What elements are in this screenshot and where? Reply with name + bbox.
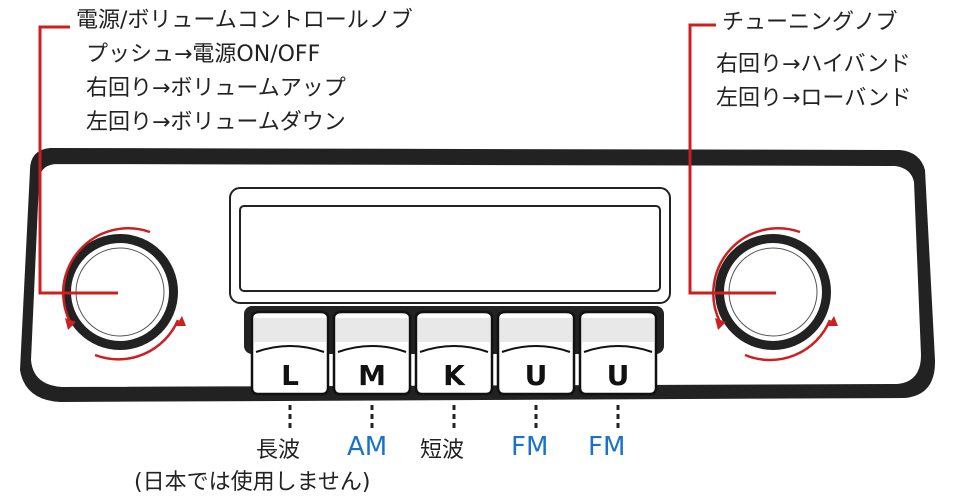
tuning-callout-line: [688, 23, 776, 295]
volume-knob-line-2: 右回り→ボリュームアップ: [86, 76, 346, 101]
preset-button-label-4: U: [525, 359, 548, 392]
volume-knob-rotation-arrows: [62, 227, 186, 361]
volume-callout-line: [38, 25, 118, 295]
preset-button-u-5[interactable]: U: [578, 310, 658, 396]
band-label-3: 短波: [420, 438, 465, 463]
volume-knob[interactable]: [62, 234, 178, 350]
preset-button-label-3: K: [443, 359, 466, 392]
preset-button-label-5: U: [607, 359, 630, 392]
tuning-knob-title: チューニングノブ: [722, 10, 898, 35]
band-label-1: 長波: [256, 438, 301, 463]
preset-button-label-2: M: [358, 359, 386, 392]
band-label-2: AM: [347, 432, 388, 462]
display-inner: [239, 205, 661, 292]
preset-button-label-1: L: [281, 359, 299, 392]
volume-knob-line-3: 左回り→ボリュームダウン: [86, 110, 346, 135]
preset-button-l-1[interactable]: L: [250, 310, 330, 396]
band-label-5: FM: [588, 432, 626, 462]
volume-knob-title: 電源/ボリュームコントロールノブ: [76, 8, 413, 33]
tuning-knob-line-2: 左回り→ローバンド: [716, 86, 912, 111]
tuning-knob-rotation-arrows: [712, 227, 838, 362]
preset-button-u-4[interactable]: U: [496, 310, 576, 396]
preset-button-m-2[interactable]: M: [332, 310, 412, 396]
usage-note: (日本では使用しません): [134, 470, 371, 495]
volume-knob-line-1: プッシュ→電源ON/OFF: [86, 42, 321, 67]
preset-button-k-3[interactable]: K: [414, 310, 494, 396]
band-label-4: FM: [511, 432, 549, 462]
tuning-knob-line-1: 右回り→ハイバンド: [716, 52, 911, 77]
